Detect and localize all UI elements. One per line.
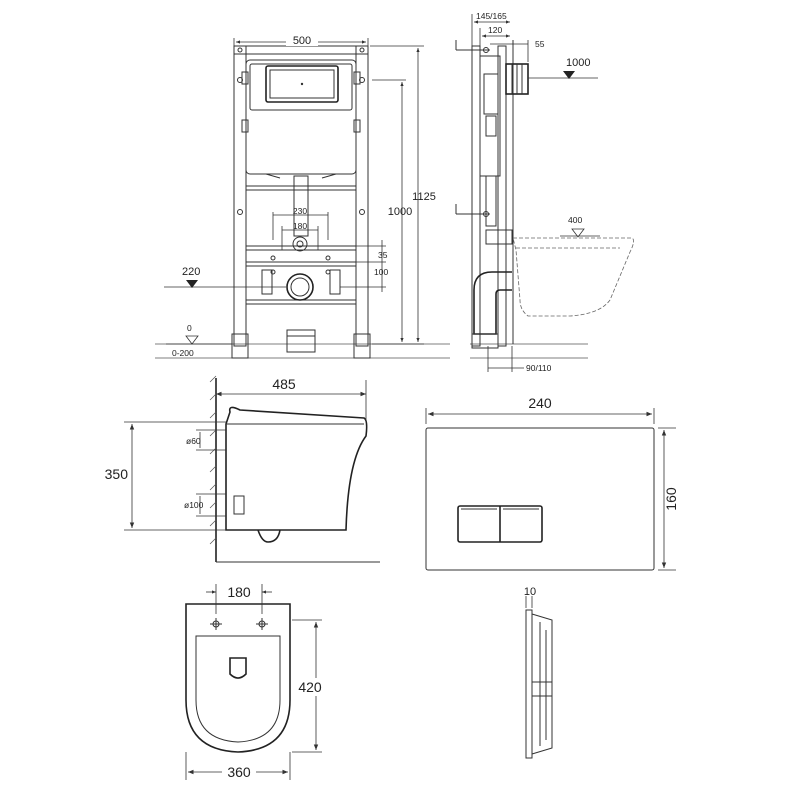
side-depth-120-label: 120 [488, 25, 502, 35]
bowl-height-label: 350 [105, 466, 129, 482]
level-220-label: 220 [182, 266, 200, 278]
bowl-length-label: 485 [272, 376, 296, 392]
frame-side-view: 145/165 120 55 1000 400 90/110 [455, 11, 634, 373]
outlet-180-label: 180 [293, 221, 307, 231]
floor-range-label: 0-200 [172, 348, 194, 358]
plate-thickness-label: 10 [524, 586, 536, 598]
bowl-top-width-label: 360 [227, 764, 251, 780]
bowl-outlet-diameter-label: ø100 [184, 500, 204, 510]
offset-100-label: 100 [374, 267, 388, 277]
level-0-label: 0 [187, 323, 192, 333]
flush-plate-front-view: 240 160 [425, 395, 679, 571]
bowl-side-view: 485 350 ø60 ø100 [105, 375, 380, 563]
bowl-hole-spacing-label: 180 [227, 584, 251, 600]
bowl-top-length-label: 420 [298, 679, 322, 695]
outlet-230-label: 230 [293, 206, 307, 216]
offset-35-label: 35 [378, 250, 388, 260]
bowl-top-view: 180 420 360 [185, 584, 326, 780]
plate-height-label: 160 [663, 487, 679, 511]
side-bottom-90-110-label: 90/110 [526, 363, 552, 373]
side-depth-145-165-label: 145/165 [476, 11, 507, 21]
bowl-inlet-diameter-label: ø60 [186, 436, 201, 446]
frame-height-label: 1000 [388, 206, 412, 218]
side-level-400-label: 400 [568, 215, 582, 225]
frame-front-view: 500 1125 1000 230 180 35 100 220 0 [155, 34, 450, 359]
flush-plate-side-view: 10 [524, 586, 553, 759]
side-depth-55-label: 55 [535, 39, 545, 49]
plate-width-label: 240 [528, 395, 552, 411]
side-level-1000-label: 1000 [566, 57, 590, 69]
frame-width-label: 500 [293, 35, 311, 47]
frame-total-height-label: 1125 [412, 191, 436, 203]
